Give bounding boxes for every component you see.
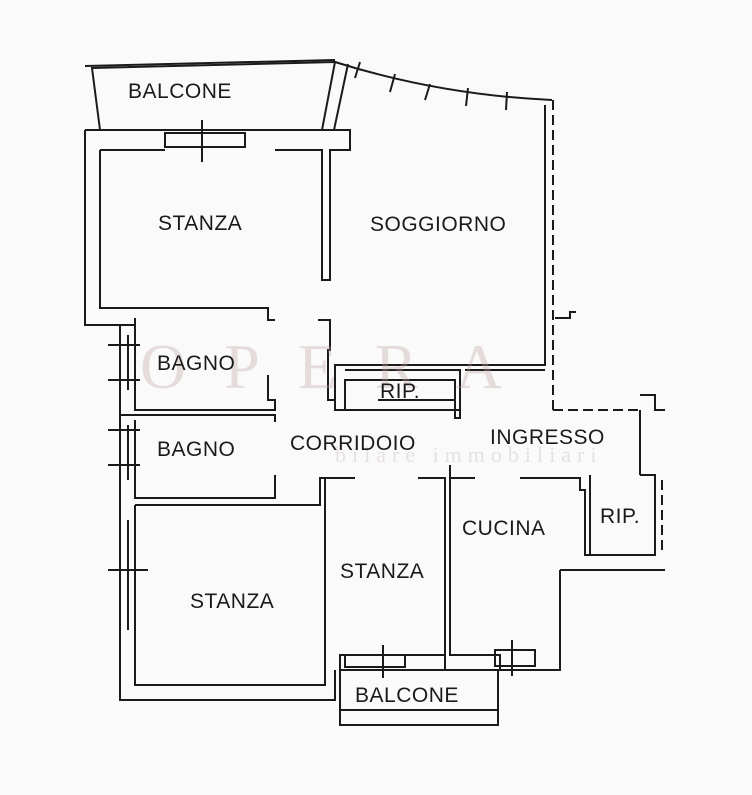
room-label-soggiorno: SOGGIORNO bbox=[370, 213, 507, 236]
watermark-logo: OPERA bbox=[140, 331, 540, 402]
room-label-balcone-top: BALCONE bbox=[128, 80, 232, 103]
walls-top-stanza bbox=[84, 120, 351, 326]
room-label-corridoio: CORRIDOIO bbox=[290, 432, 416, 455]
room-label-stanza-middle: STANZA bbox=[340, 560, 425, 583]
room-label-stanza-top: STANZA bbox=[158, 212, 243, 235]
room-label-bagno-1: BAGNO bbox=[157, 352, 236, 375]
walls-bagni bbox=[108, 318, 336, 701]
balcony-top-outline bbox=[84, 59, 337, 131]
balcony-bottom-outline bbox=[339, 669, 499, 726]
room-label-bagno-2: BAGNO bbox=[157, 438, 236, 461]
room-label-rip-right: RIP. bbox=[600, 505, 641, 528]
walls-bottom-stanza bbox=[134, 477, 335, 686]
room-label-ingresso: INGRESSO bbox=[490, 426, 605, 449]
curved-railing bbox=[333, 61, 553, 131]
room-label-stanza-bottom: STANZA bbox=[190, 590, 275, 613]
room-label-cucina: CUCINA bbox=[462, 517, 546, 540]
room-label-rip-center: RIP. bbox=[380, 380, 421, 403]
walls-rip bbox=[318, 319, 545, 419]
watermark-tagline: bilare immobiliari bbox=[335, 442, 603, 467]
room-label-balcone-bottom: BALCONE bbox=[355, 684, 459, 707]
walls-soggiorno bbox=[334, 100, 640, 411]
